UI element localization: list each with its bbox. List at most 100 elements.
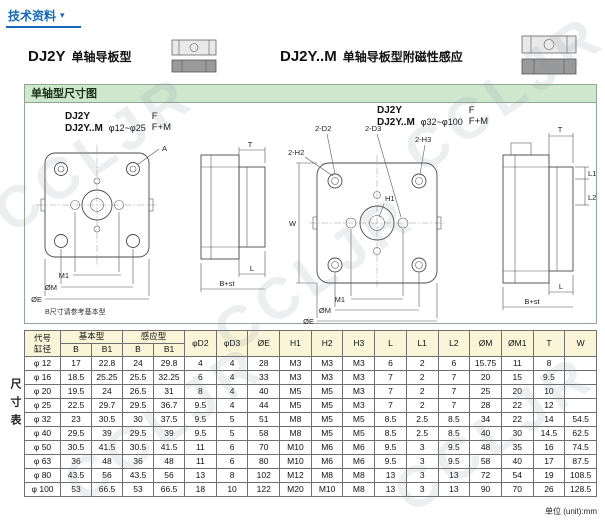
- dim-value-cell: 40: [500, 454, 534, 469]
- dim-value-cell: 10: [532, 384, 566, 399]
- subheader-b1: B1: [90, 343, 124, 357]
- dim-value-cell: 22: [500, 398, 534, 413]
- dim-value-cell: 2: [405, 356, 439, 371]
- dim-label-om: ØM: [45, 283, 57, 292]
- dim-value-cell: 29.5: [60, 426, 92, 441]
- bore-code-cell: φ 50: [24, 440, 61, 455]
- dim-value-cell: 62.5: [564, 426, 597, 441]
- dim-value-cell: 28: [469, 398, 502, 413]
- dim-value-cell: 29.5: [122, 426, 155, 441]
- model-code: DJ2Y: [28, 48, 66, 65]
- bore-code-cell: φ 40: [24, 426, 61, 441]
- dim-value-cell: 7: [437, 398, 471, 413]
- dim-value-cell: 16: [532, 440, 566, 455]
- dim-label-m1: M1: [59, 271, 69, 280]
- bore-code-cell: φ 16: [24, 370, 61, 385]
- dim-value-cell: 29.8: [153, 356, 186, 371]
- dim-label-bst: B+st: [524, 297, 540, 306]
- dim-value-cell: 53: [60, 482, 92, 497]
- bore-code-cell: φ 12: [24, 356, 61, 371]
- dim-value-cell: [564, 384, 597, 399]
- dim-value-cell: 7: [374, 384, 407, 399]
- dim-value-cell: 13: [184, 468, 217, 483]
- corner-callout-label: A: [162, 144, 167, 153]
- dim-value-cell: M3: [342, 398, 376, 413]
- header-sensor-type: 感应型: [122, 330, 186, 344]
- dim-value-cell: 40: [469, 426, 502, 441]
- dim-value-cell: 9.5: [374, 454, 407, 469]
- dim-value-cell: 58: [469, 454, 502, 469]
- dim-label-w: W: [289, 219, 297, 228]
- dim-value-cell: M3: [310, 370, 344, 385]
- dim-value-cell: 44: [247, 398, 281, 413]
- model-line: DJ2Y..M: [377, 116, 415, 128]
- tech-data-header[interactable]: 技术资料 ▾: [6, 6, 81, 28]
- dim-value-cell: 4: [215, 384, 249, 399]
- dim-value-cell: 66.5: [90, 482, 124, 497]
- dim-value-cell: 17: [60, 356, 92, 371]
- bore-range: φ32~φ100: [420, 117, 463, 127]
- dim-value-cell: 8: [532, 356, 566, 371]
- dim-value-cell: 36: [122, 454, 155, 469]
- subheader-b: B: [122, 343, 155, 357]
- dim-value-cell: 7: [374, 398, 407, 413]
- dim-label-2d2: 2-D2: [315, 124, 331, 133]
- dim-value-cell: 23: [60, 412, 92, 427]
- dim-value-cell: 43.5: [122, 468, 155, 483]
- dim-value-cell: 9.5: [437, 454, 471, 469]
- dim-value-cell: 90: [469, 482, 502, 497]
- dim-value-cell: 3: [405, 440, 439, 455]
- dim-value-cell: 7: [437, 370, 471, 385]
- variant-label: F+M: [151, 122, 172, 134]
- header-w: W: [564, 330, 597, 357]
- reference-note: B尺寸请参考基本型: [45, 307, 106, 316]
- dim-value-cell: M5: [310, 412, 344, 427]
- dim-label-oe: ØE: [31, 295, 42, 304]
- dim-value-cell: M3: [279, 356, 312, 371]
- product-title-right: DJ2Y..M 单轴导板型附磁性感应: [280, 48, 463, 65]
- dim-value-cell: M3: [342, 356, 376, 371]
- dim-value-cell: M8: [310, 468, 344, 483]
- header-m: ØM: [469, 330, 502, 357]
- dim-value-cell: 26.5: [122, 384, 155, 399]
- dim-value-cell: 6: [215, 440, 249, 455]
- dim-value-cell: 108.5: [564, 468, 597, 483]
- dim-label-2d3: 2-D3: [365, 124, 381, 133]
- dimension-diagram-section: 单轴型尺寸图 DJ2Y DJ2Y..M φ12~φ25 F F+M DJ2Y D…: [24, 84, 597, 325]
- model-name: 单轴导板型附磁性感应: [342, 50, 463, 64]
- chevron-down-icon: ▾: [60, 10, 65, 20]
- dim-value-cell: 11: [184, 440, 217, 455]
- dim-value-cell: M10: [310, 482, 344, 497]
- dim-value-cell: 13: [374, 482, 407, 497]
- subheader-b1: B1: [153, 343, 186, 357]
- dim-value-cell: M8: [279, 412, 312, 427]
- dim-value-cell: 18.5: [60, 370, 92, 385]
- bore-range: φ12~φ25: [108, 123, 146, 133]
- dim-value-cell: 53: [122, 482, 155, 497]
- diagram-right-model-labels: DJ2Y DJ2Y..M φ32~φ100 F F+M: [377, 105, 488, 128]
- variant-label: F+M: [468, 116, 489, 128]
- dim-value-cell: 22: [500, 412, 534, 427]
- bore-code-cell: φ 32: [24, 412, 61, 427]
- table-side-label: 尺寸表: [9, 378, 21, 432]
- bore-code-cell: φ 80: [24, 468, 61, 483]
- dim-value-cell: 6: [215, 454, 249, 469]
- dim-value-cell: 11: [500, 356, 534, 371]
- dim-value-cell: 2: [405, 370, 439, 385]
- side-view-small-bore: T L B+st: [200, 140, 266, 292]
- header-h3: H3: [342, 330, 376, 357]
- dim-value-cell: 5: [215, 426, 249, 441]
- dim-value-cell: 8.5: [437, 412, 471, 427]
- dimension-table: 代号缸径 基本型 感应型 φD2 φD3 ØE H1 H2 H3 L L1 L2…: [24, 330, 597, 497]
- dim-value-cell: 4: [215, 370, 249, 385]
- product-thumbnail-right: [521, 35, 577, 75]
- dim-value-cell: 14.5: [532, 426, 566, 441]
- header-l1: L1: [405, 330, 439, 357]
- dim-value-cell: 30: [500, 426, 534, 441]
- dim-value-cell: 30: [122, 412, 155, 427]
